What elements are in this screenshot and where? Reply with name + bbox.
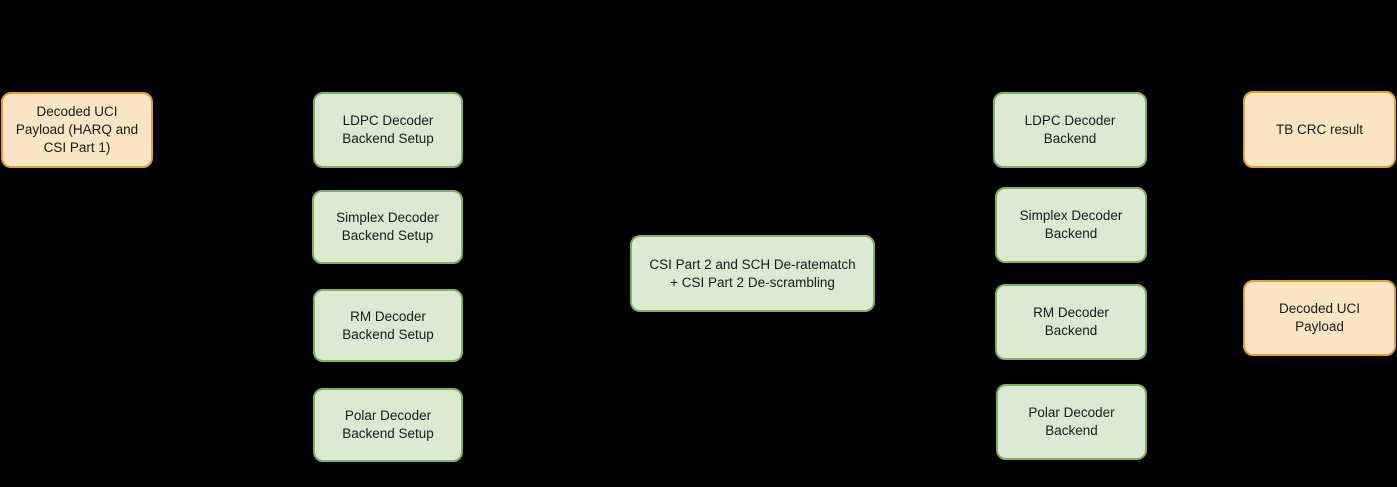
node-polar-decoder-backend-setup: Polar Decoder Backend Setup bbox=[313, 388, 463, 462]
node-polar-decoder-backend: Polar Decoder Backend bbox=[996, 384, 1147, 460]
node-simplex-decoder-backend: Simplex Decoder Backend bbox=[995, 187, 1147, 263]
node-simplex-decoder-backend-setup: Simplex Decoder Backend Setup bbox=[312, 190, 463, 264]
node-tb-crc-result: TB CRC result bbox=[1243, 91, 1396, 168]
node-label-decoded-uci-payload: Decoded UCI Payload bbox=[1278, 301, 1361, 334]
node-ldpc-decoder-backend: LDPC Decoder Backend bbox=[993, 92, 1147, 168]
node-label-ldpc-decoder-backend: LDPC Decoder Backend bbox=[1024, 113, 1116, 146]
node-label-csi-part2-sch-deratematch: CSI Part 2 and SCH De-ratematch + CSI Pa… bbox=[649, 256, 856, 290]
node-label-decoded-uci-payload-harq-csi1: Decoded UCI Payload (HARQ and CSI Part 1… bbox=[15, 104, 139, 155]
node-ldpc-decoder-backend-setup: LDPC Decoder Backend Setup bbox=[313, 92, 463, 168]
node-label-polar-decoder-backend-setup: Polar Decoder Backend Setup bbox=[342, 408, 434, 441]
node-csi-part2-sch-deratematch: CSI Part 2 and SCH De-ratematch + CSI Pa… bbox=[630, 235, 875, 312]
node-label-simplex-decoder-backend: Simplex Decoder Backend bbox=[1019, 208, 1123, 241]
node-label-simplex-decoder-backend-setup: Simplex Decoder Backend Setup bbox=[336, 210, 439, 243]
node-decoded-uci-payload-harq-csi1: Decoded UCI Payload (HARQ and CSI Part 1… bbox=[1, 92, 153, 168]
node-label-rm-decoder-backend-setup: RM Decoder Backend Setup bbox=[342, 308, 434, 342]
node-label-rm-decoder-backend: RM Decoder Backend bbox=[1033, 305, 1109, 338]
node-label-polar-decoder-backend: Polar Decoder Backend bbox=[1028, 405, 1115, 438]
node-label-ldpc-decoder-backend-setup: LDPC Decoder Backend Setup bbox=[342, 113, 434, 146]
node-decoded-uci-payload: Decoded UCI Payload bbox=[1243, 280, 1396, 356]
node-rm-decoder-backend-setup: RM Decoder Backend Setup bbox=[313, 289, 463, 362]
node-label-tb-crc-result: TB CRC result bbox=[1275, 121, 1363, 137]
node-rm-decoder-backend: RM Decoder Backend bbox=[995, 284, 1147, 360]
